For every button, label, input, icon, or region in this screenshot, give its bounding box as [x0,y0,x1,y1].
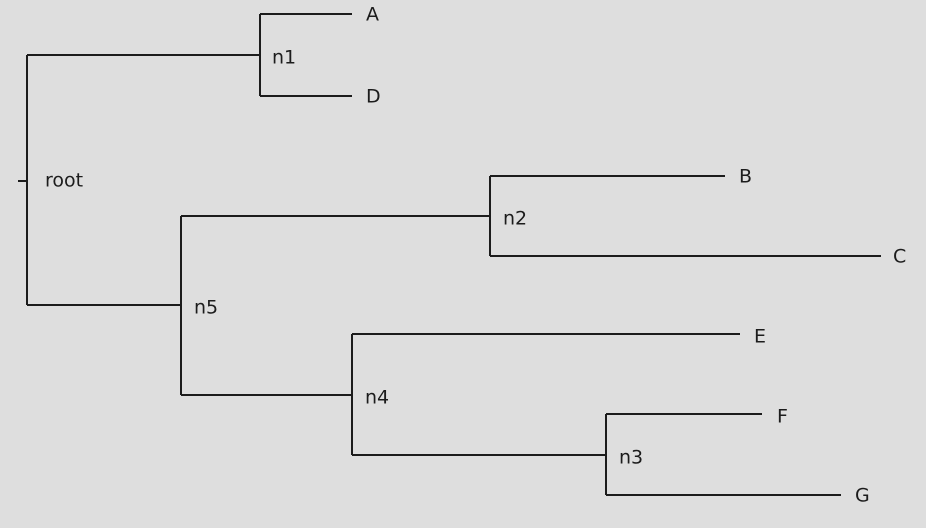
node-label-n3: n3 [619,446,644,469]
tip-label-F: F [777,405,788,428]
node-label-n2: n2 [503,207,528,230]
tip-label-E: E [754,325,767,348]
node-label-n5: n5 [194,296,219,319]
tip-label-B: B [739,165,753,188]
tip-label-C: C [893,245,907,268]
node-label-n1: n1 [272,46,297,69]
tip-label-G: G [855,484,870,507]
node-label-n4: n4 [365,386,390,409]
node-label-root: root [45,169,84,192]
tip-label-A: A [366,3,379,26]
tip-label-D: D [366,85,381,108]
